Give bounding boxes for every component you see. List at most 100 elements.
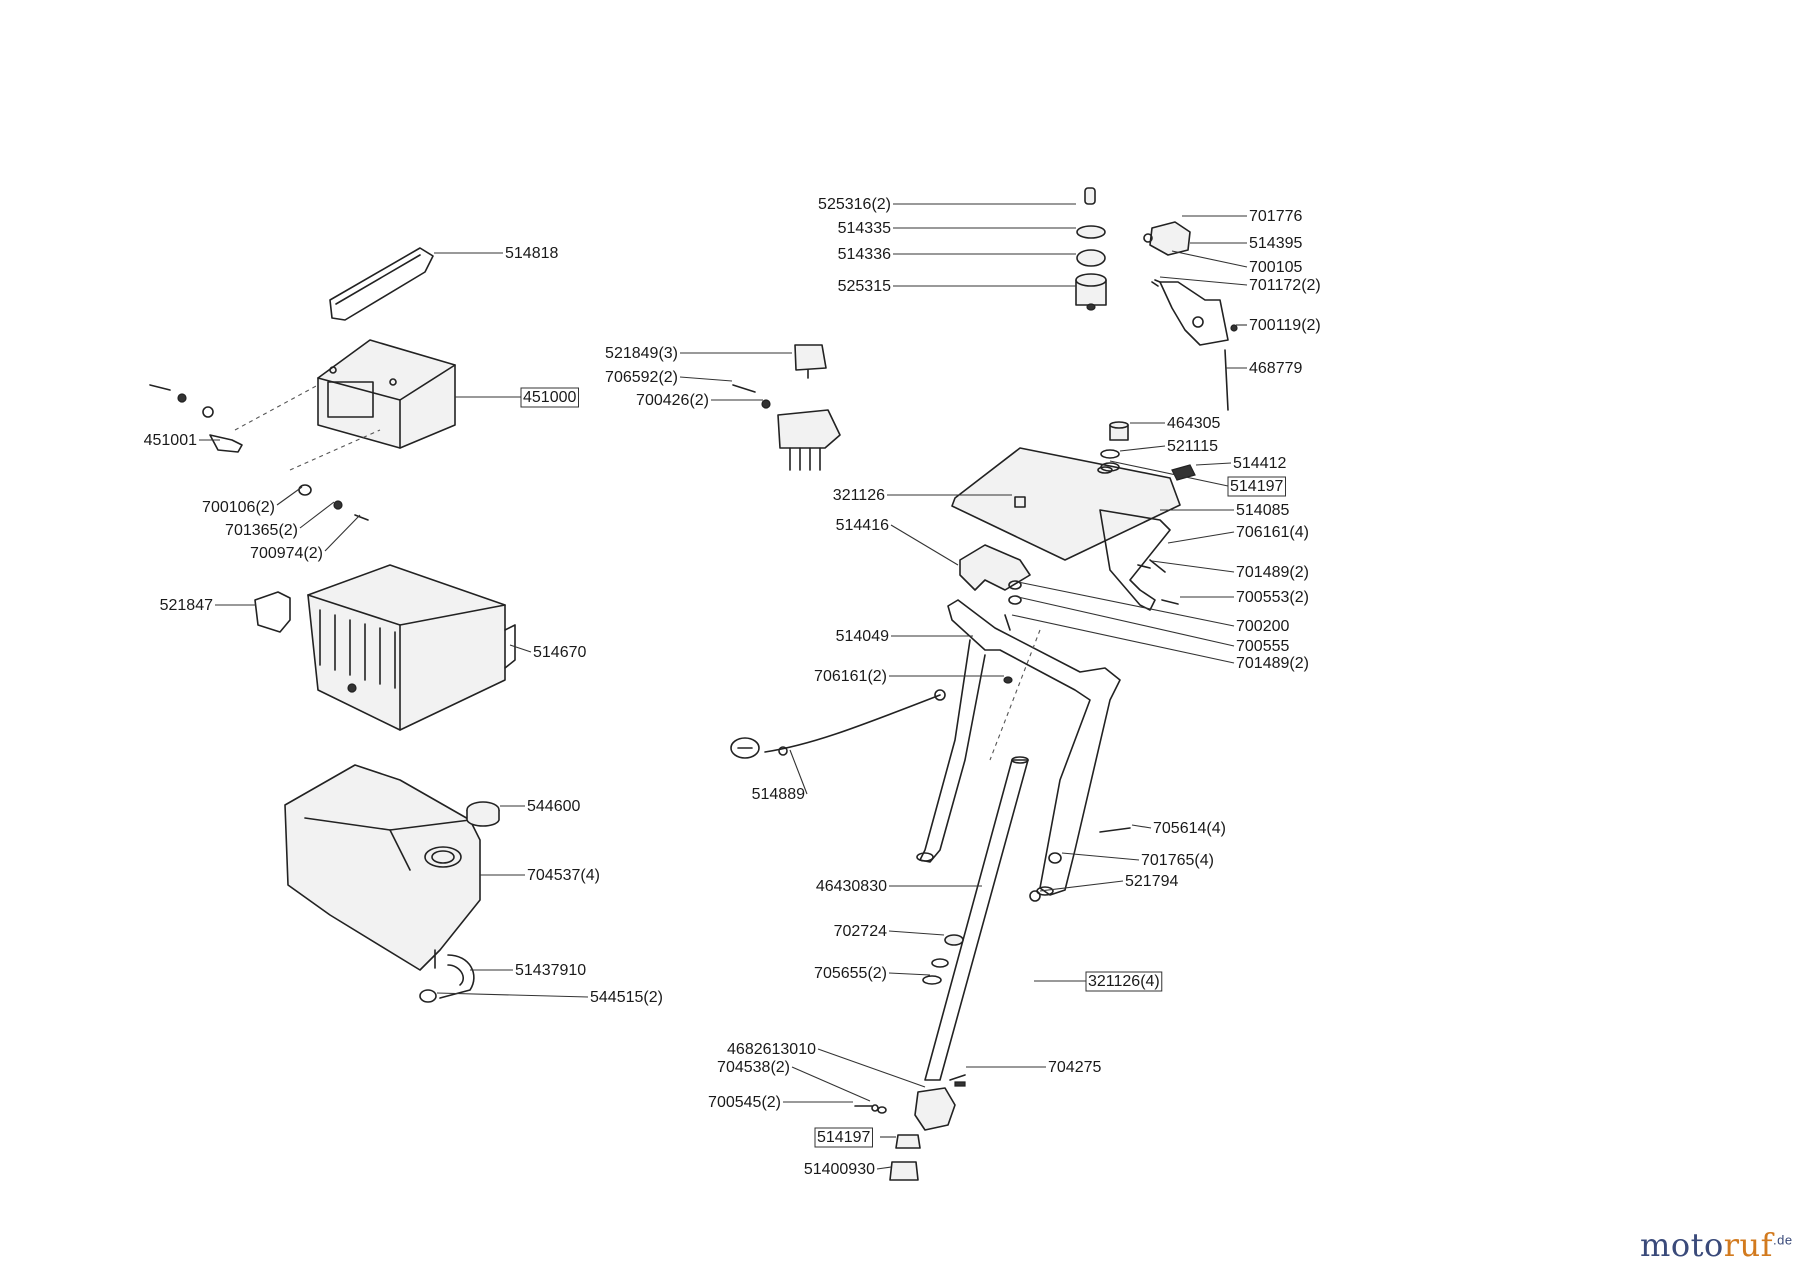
part-label-box — [814, 1127, 873, 1148]
part-label: 700200 — [1236, 618, 1289, 635]
battery-cable-drawing — [730, 689, 946, 759]
steering-tube-drawing — [924, 629, 1041, 1081]
leader-line — [1011, 614, 1235, 664]
leader-line — [817, 1048, 926, 1088]
part-label: 514818 — [505, 245, 558, 262]
fuel-tank-drawing — [284, 764, 500, 971]
part-label: 451001 — [144, 432, 197, 449]
leader-line — [1171, 250, 1248, 268]
part-label: 706161(4) — [1236, 524, 1309, 541]
part-label: 704537(4) — [527, 867, 600, 884]
watermark-tld: .de — [1772, 1232, 1793, 1248]
leader-line — [1061, 852, 1140, 861]
leader-lines — [199, 203, 1248, 1170]
part-label: 701172(2) — [1249, 277, 1321, 294]
watermark-text-part2: ruf — [1723, 1226, 1773, 1264]
ignition-switch-drawing — [1075, 187, 1107, 311]
part-label: 544515(2) — [590, 989, 663, 1006]
part-label: 701765(4) — [1141, 852, 1214, 869]
part-label: 700555 — [1236, 638, 1289, 655]
leader-line — [1109, 460, 1229, 487]
battery-drawing — [234, 339, 456, 471]
leader-line — [679, 376, 733, 382]
part-label: 468779 — [1249, 360, 1302, 377]
part-label: 700426(2) — [636, 392, 709, 409]
retaining-clip-drawing — [254, 591, 291, 633]
steering-block-drawing — [854, 1074, 966, 1181]
leader-line — [1017, 596, 1235, 647]
part-label: 521794 — [1125, 873, 1178, 890]
part-label: 514395 — [1249, 235, 1302, 252]
leader-line — [1131, 824, 1152, 829]
leader-line — [1195, 462, 1232, 466]
part-label: 702724 — [834, 923, 887, 940]
bracket-drawing — [959, 544, 1031, 591]
part-label: 514416 — [836, 517, 889, 534]
part-label: 701776 — [1249, 208, 1302, 225]
part-label: 706161(2) — [814, 668, 887, 685]
leader-line — [888, 972, 931, 976]
handle-frame-drawing — [916, 599, 1121, 896]
part-label: 514197 — [1230, 478, 1283, 495]
part-label: 701489(2) — [1236, 564, 1309, 581]
leader-line — [1151, 560, 1235, 573]
part-label: 521849(3) — [605, 345, 678, 362]
fasteners-drawing — [922, 559, 1179, 985]
site-watermark: motoruf.de — [1640, 1226, 1793, 1264]
part-label-box — [1085, 971, 1163, 992]
part-label-box — [520, 387, 579, 408]
leader-line — [299, 501, 335, 529]
part-number-labels: 525316(2)5143355143365253157017765143957… — [144, 196, 1321, 1178]
leader-line — [1119, 445, 1166, 452]
part-label: 46430830 — [816, 878, 887, 895]
part-label: 704275 — [1048, 1059, 1101, 1076]
part-label: 705655(2) — [814, 965, 887, 982]
part-label: 514889 — [752, 786, 805, 803]
part-label: 700545(2) — [708, 1094, 781, 1111]
leader-line — [1159, 276, 1248, 286]
part-label: 700119(2) — [1249, 317, 1321, 334]
part-label: 700106(2) — [202, 499, 275, 516]
throttle-bracket-drawing — [1143, 221, 1238, 411]
leader-line — [890, 524, 959, 566]
part-label: 701489(2) — [1236, 655, 1309, 672]
battery-bolts-drawing — [149, 384, 369, 521]
part-label-box — [1227, 476, 1286, 497]
leader-line — [888, 930, 945, 936]
part-label: 525315 — [838, 278, 891, 295]
part-label: 701365(2) — [225, 522, 298, 539]
leader-line — [1167, 531, 1235, 544]
leader-line — [509, 644, 532, 653]
leader-line — [789, 749, 808, 795]
part-label: 514335 — [838, 220, 891, 237]
part-label: 451000 — [523, 389, 576, 406]
knob-drawing — [1100, 421, 1196, 481]
part-label: 525316(2) — [818, 196, 891, 213]
leader-line — [436, 992, 589, 998]
leader-line — [324, 514, 361, 552]
part-label: 4682613010 — [727, 1041, 816, 1058]
part-label: 514197 — [817, 1129, 870, 1146]
watermark-text-part1: moto — [1640, 1226, 1724, 1264]
part-label: 51437910 — [515, 962, 586, 979]
part-label: 514085 — [1236, 502, 1289, 519]
part-label: 706592(2) — [605, 369, 678, 386]
part-label: 521115 — [1167, 438, 1218, 455]
part-label: 700553(2) — [1236, 589, 1309, 606]
part-label: 321126 — [833, 487, 885, 504]
part-label: 514049 — [836, 628, 889, 645]
part-label: 514670 — [533, 644, 586, 661]
battery-tray-drawing — [307, 564, 516, 731]
part-label: 704538(2) — [717, 1059, 790, 1076]
relay-fusebox-drawing — [732, 344, 841, 471]
part-label: 700974(2) — [250, 545, 323, 562]
leader-line — [1039, 880, 1124, 892]
leader-line — [276, 486, 303, 506]
leader-line — [791, 1066, 871, 1102]
part-label: 321126(4) — [1088, 973, 1160, 990]
part-label: 521847 — [160, 597, 213, 614]
part-label: 51400930 — [804, 1161, 875, 1178]
part-label: 700105 — [1249, 259, 1302, 276]
leader-line — [876, 1166, 892, 1170]
